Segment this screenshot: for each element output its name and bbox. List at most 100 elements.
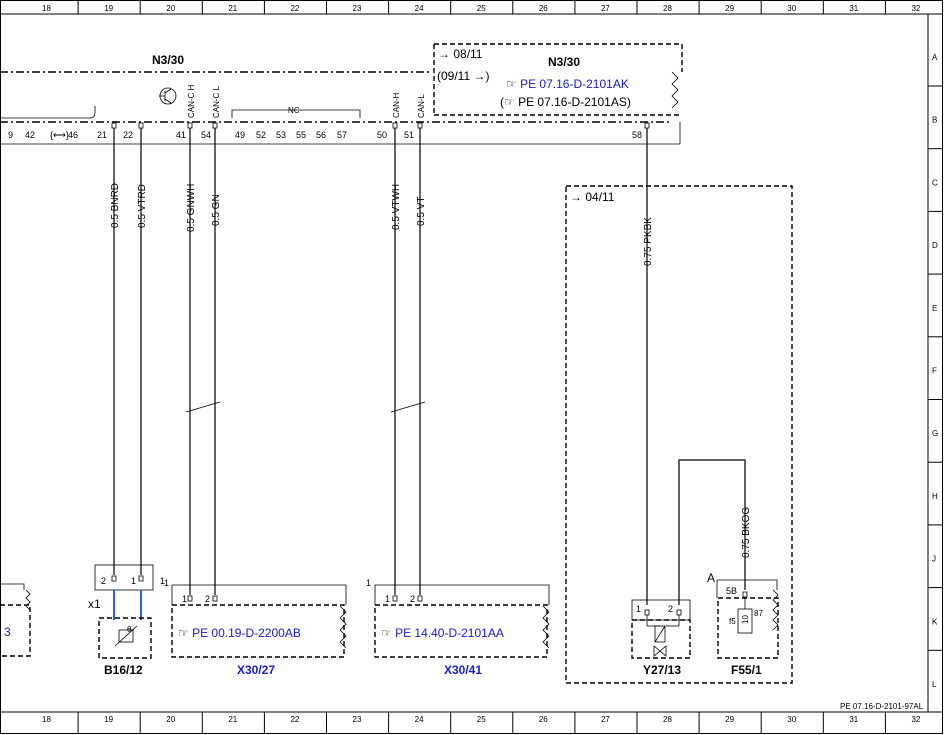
svg-text:2: 2 [410, 594, 415, 604]
svg-text:5B: 5B [726, 586, 737, 596]
row-letter: B [932, 116, 937, 125]
svg-text:51: 51 [404, 130, 414, 140]
svg-text:θ: θ [127, 625, 132, 634]
svg-text:49: 49 [235, 130, 245, 140]
label-x30-27: X30/27 [237, 663, 275, 677]
svg-text:2: 2 [668, 604, 673, 614]
wires: 0.5 BNRD 0.5 VTRD 0.5 GNWH 0.5 GN 0.5 VT… [110, 128, 752, 605]
column-number: 25 [477, 4, 486, 13]
svg-text:53: 53 [276, 130, 286, 140]
can-label-cl: CAN-C L [212, 85, 221, 118]
label-f55-1: F55/1 [731, 663, 762, 677]
ref-link-x30-27[interactable]: ☞ PE 00.19-D-2200AB [178, 626, 301, 640]
row-letter: F [932, 367, 937, 376]
column-ruler: 1818191920202121222223232424252526262727… [42, 0, 921, 733]
column-number: 21 [228, 4, 237, 13]
column-number: 22 [290, 4, 299, 13]
module-n3-30: N3/30 {⟷} NC CAN-C H CAN-C L CAN-H CAN-L… [0, 53, 681, 145]
row-letter: J [932, 555, 936, 564]
component-b16-12: 2 1 1 x1 θ B16/12 [88, 564, 165, 677]
svg-text:→ 04/11: → 04/11 [570, 190, 615, 204]
svg-text:1: 1 [131, 576, 136, 586]
column-number: 26 [539, 4, 548, 13]
label-y27-13: Y27/13 [643, 663, 681, 677]
can-label-ch: CAN-C H [187, 84, 196, 118]
pin-terminals [111, 122, 650, 129]
wire-label-21: 0.5 BNRD [110, 183, 121, 228]
svg-text:42: 42 [25, 130, 35, 140]
bracket-icon: {⟷} [50, 130, 69, 140]
svg-text:22: 22 [123, 130, 133, 140]
column-number: 18 [42, 4, 51, 13]
component-x30-41: 1 1 2 ☞ PE 14.40-D-2101AA X30/41 [366, 578, 550, 677]
svg-text:3: 3 [4, 625, 11, 639]
column-number: 27 [601, 715, 610, 724]
footer-ref: PE 07.16-D-2101-97AL [840, 702, 924, 711]
ref-link-1[interactable]: ☞ PE 07.16-D-2101AK [506, 77, 629, 91]
module-label: N3/30 [152, 53, 184, 67]
row-letter: H [932, 492, 938, 501]
nc-label: NC [288, 106, 300, 115]
wire-label-50: 0.5 VTWH [391, 184, 402, 230]
column-number: 26 [539, 715, 548, 724]
row-letter: A [932, 53, 938, 62]
column-number: 25 [477, 715, 486, 724]
column-number: 23 [353, 4, 362, 13]
column-number: 32 [911, 4, 920, 13]
pin-numbers: 9 42 46 21 22 41 54 49 52 53 55 56 57 50… [8, 130, 414, 140]
valve-icon [646, 615, 680, 657]
fuse-icon: 10 f5 87 [729, 597, 763, 634]
column-number: 18 [42, 715, 51, 724]
wire-label-51: 0.5 VT [416, 197, 427, 226]
wire-label-54: 0.5 GN [211, 194, 222, 226]
svg-text:21: 21 [97, 130, 107, 140]
row-letter: C [932, 178, 938, 187]
column-number: 24 [415, 4, 424, 13]
break-mark-icon [671, 71, 679, 109]
component-x30-27: 1 1 2 ☞ PE 00.19-D-2200AB X30/27 [164, 578, 347, 677]
wire-label-22: 0.5 VTRD [137, 184, 148, 228]
component-y27-13: 1 2 Y27/13 [631, 599, 691, 677]
svg-text:1: 1 [182, 594, 187, 604]
svg-text:55: 55 [296, 130, 306, 140]
connector-x1: x1 [88, 597, 101, 611]
column-number: 31 [849, 715, 858, 724]
transistor-icon [159, 87, 177, 105]
column-number: 29 [725, 715, 734, 724]
temperature-sensor-icon: θ [114, 625, 138, 647]
column-number: 30 [787, 715, 796, 724]
svg-text:f5: f5 [729, 617, 736, 626]
column-number: 21 [228, 715, 237, 724]
column-number: 22 [290, 715, 299, 724]
column-number: 28 [663, 4, 672, 13]
wire-label-41: 0.5 GNWH [186, 184, 197, 232]
wire-label-58: 0.75 PKBK [643, 217, 654, 266]
svg-text:1: 1 [164, 578, 169, 588]
can-label-l: CAN-L [417, 93, 426, 118]
wire-label-f55: 0.75 BKOG [741, 507, 752, 558]
svg-text:1: 1 [160, 576, 165, 586]
svg-text:57: 57 [337, 130, 347, 140]
ref-link-2[interactable]: (☞ PE 07.16-D-2101AS) [500, 95, 631, 109]
date-paren: (09/11 →) [437, 69, 489, 83]
column-number: 31 [849, 4, 858, 13]
marker-a: A [707, 571, 715, 585]
svg-text:1: 1 [636, 604, 641, 614]
svg-text:46: 46 [68, 130, 78, 140]
row-letter: L [932, 680, 937, 689]
ref-link-x30-41[interactable]: ☞ PE 14.40-D-2101AA [381, 626, 504, 640]
column-number: 32 [911, 715, 920, 724]
column-number: 24 [415, 715, 424, 724]
column-number: 20 [166, 715, 175, 724]
component-f55-1: A 5B 10 f5 87 F55/1 [707, 571, 779, 677]
column-number: 29 [725, 4, 734, 13]
column-number: 19 [104, 715, 113, 724]
svg-text:56: 56 [316, 130, 326, 140]
svg-text:52: 52 [256, 130, 266, 140]
column-number: 19 [104, 4, 113, 13]
svg-text:{⟷}: {⟷} [50, 130, 69, 140]
row-letter: K [932, 617, 938, 626]
